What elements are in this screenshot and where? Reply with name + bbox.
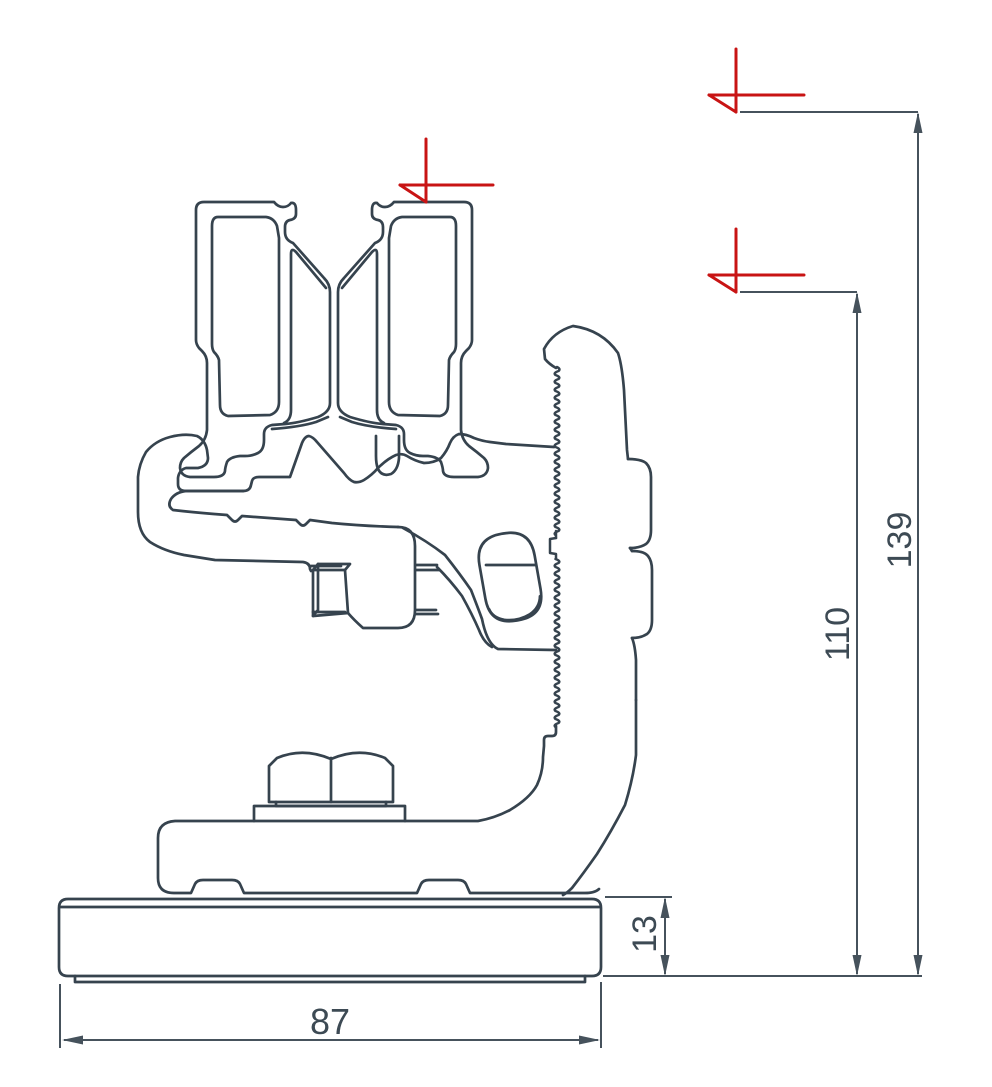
- svg-text:87: 87: [310, 1001, 350, 1042]
- svg-text:13: 13: [626, 915, 664, 953]
- svg-text:110: 110: [819, 607, 857, 661]
- svg-text:139: 139: [881, 512, 919, 569]
